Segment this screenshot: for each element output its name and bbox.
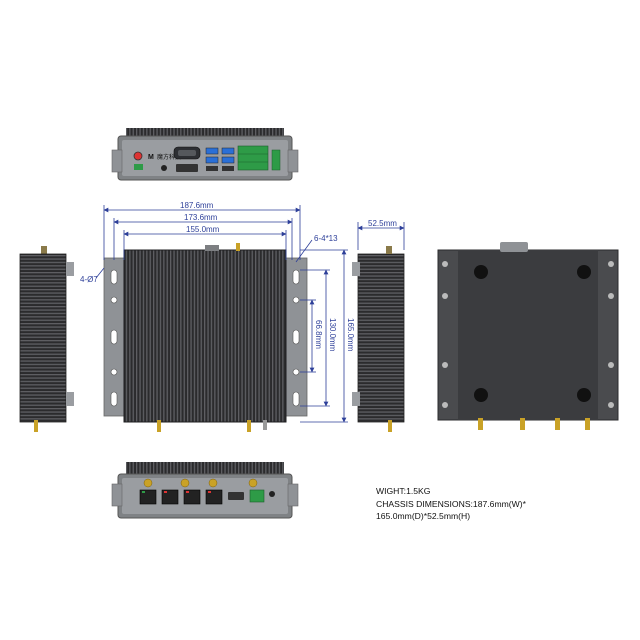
dim-depth: 165.0mm — [346, 318, 355, 352]
dim-mount-slot: 6-4*13 — [314, 234, 338, 243]
usb-ports — [205, 147, 235, 171]
brand-logo-text: 魔方科技 — [157, 153, 181, 161]
dim-overall-width: 187.6mm — [180, 201, 214, 210]
top-fins — [126, 128, 284, 138]
dim-inner-width: 155.0mm — [186, 225, 220, 234]
brand-logo: M 魔方科技 — [148, 153, 181, 161]
chassis-dimensions-line1: CHASSIS DIMENSIONS:187.6mm(W)* — [376, 498, 526, 509]
svg-text:M: M — [148, 154, 154, 161]
front-panel-view: M 魔方科技 — [111, 128, 299, 181]
height-dimension — [357, 222, 405, 250]
dim-height: 52.5mm — [368, 219, 397, 228]
dim-mount-spacing: 130.0mm — [328, 318, 337, 352]
ethernet-ports — [139, 489, 223, 505]
bottom-view — [437, 242, 619, 430]
dimension-lines — [95, 205, 348, 423]
top-view — [103, 243, 308, 432]
side-view-right — [352, 246, 405, 432]
spec-block: WIGHT:1.5KG CHASSIS DIMENSIONS:187.6mm(W… — [376, 485, 526, 523]
dim-mount-hole: 4-Ø7 — [80, 275, 98, 284]
terminal-block — [237, 145, 269, 171]
side-view-left — [19, 246, 74, 432]
chassis-dimensions-line2: 165.0mm(D)*52.5mm(H) — [376, 511, 471, 521]
rear-panel-view — [111, 462, 299, 519]
dim-body-width: 173.6mm — [184, 213, 218, 222]
dim-inner-mount-spacing: 66.8mm — [314, 320, 323, 349]
weight-text: WIGHT:1.5KG — [376, 486, 431, 496]
